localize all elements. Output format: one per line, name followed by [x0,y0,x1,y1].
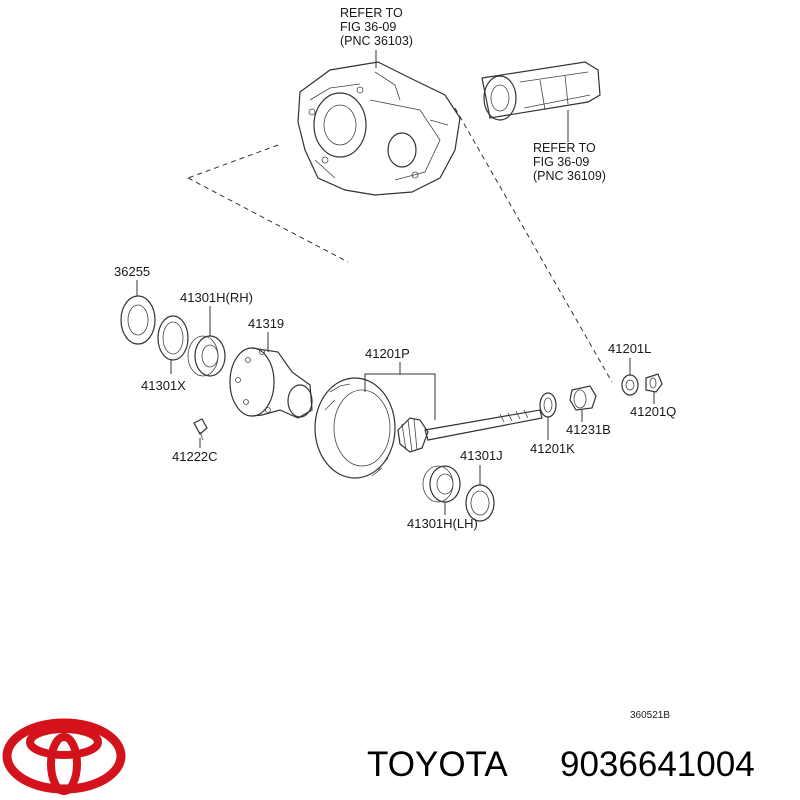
ring-41201k [539,392,557,418]
label-41201p: 41201P [365,346,410,361]
label-41301h-rh: 41301H(RH) [180,290,253,305]
label-41301x: 41301X [141,378,186,393]
svg-text:(PNC 36109): (PNC 36109) [533,169,606,183]
svg-text:REFER TO: REFER TO [340,6,403,20]
label-41201k: 41201K [530,441,575,456]
pinion-shaft [397,409,543,453]
svg-text:FIG 36-09: FIG 36-09 [533,155,589,169]
label-41201l: 41201L [608,341,651,356]
bracket-41201p [364,373,436,420]
label-41201q: 41201Q [630,404,676,419]
nut-41231b [569,385,597,411]
bearing-41301h-lh [422,465,461,503]
bearing-41301h-rh [187,335,226,377]
label-41231b: 41231B [566,422,611,437]
svg-text:REFER TO: REFER TO [533,141,596,155]
svg-text:(PNC 36103): (PNC 36103) [340,34,413,48]
washer-41201l [621,374,639,396]
extension-housing [481,61,601,121]
oil-seal-36255 [120,295,156,345]
label-41301j: 41301J [460,448,503,463]
carrier-41319 [229,347,313,419]
figure-code: 360521B [630,710,670,721]
label-41222c: 41222C [172,449,218,464]
reference-note-right: REFER TO FIG 36-09 (PNC 36109) [533,141,606,183]
bolt-41222c [193,418,208,441]
label-41301h-lh: 41301H(LH) [407,516,478,531]
dashed-guide-left [187,144,279,179]
part-number: 9036641004 [560,745,755,784]
shim-41301x [157,315,189,361]
label-41319: 41319 [248,316,284,331]
svg-text:FIG 36-09: FIG 36-09 [340,20,396,34]
dashed-guide-diag [187,177,349,263]
transfer-case-housing [297,61,461,196]
dashed-guide-right [454,107,613,383]
toyota-logo-icon [2,718,126,795]
reference-note-top: REFER TO FIG 36-09 (PNC 36103) [340,6,413,48]
ring-gear-41201p [314,377,396,479]
label-36255: 36255 [114,264,150,279]
cap-41201q [645,373,663,393]
brand-name: TOYOTA [367,745,508,784]
